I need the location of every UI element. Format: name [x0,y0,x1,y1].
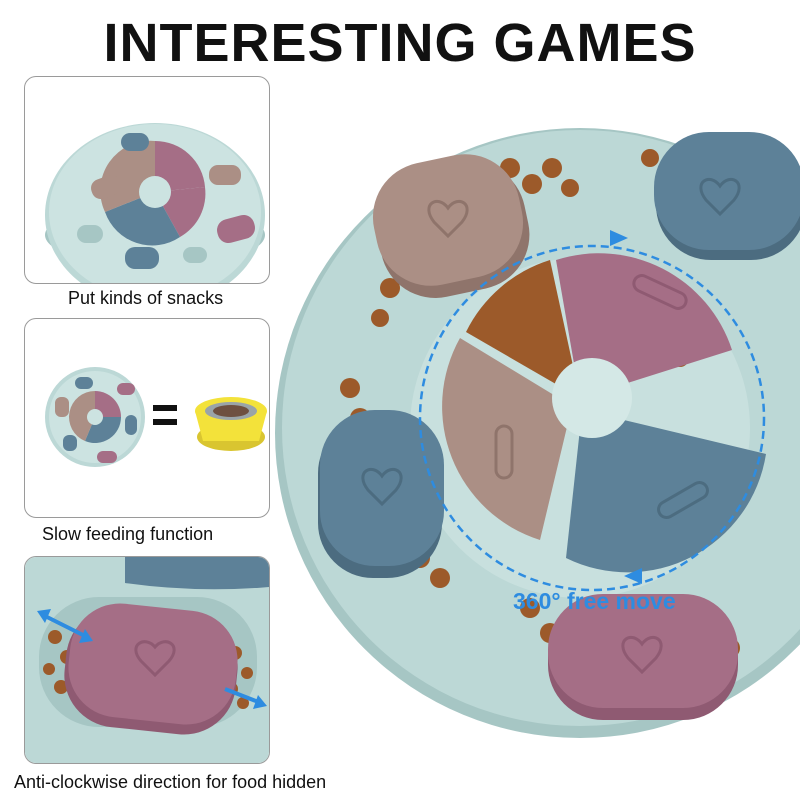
hero-caption-360-free-move: 360° free move [513,588,676,614]
hero-tray-illustration [275,128,800,738]
lid-closeup-illustration [25,557,269,763]
panel-lid-closeup [24,556,270,764]
caption-slow-feeding-function: Slow feeding function [42,524,214,544]
caption-anti-clockwise: Anti-clockwise direction for food hidden [14,772,327,792]
tray-overview-illustration [45,123,265,283]
headline: INTERESTING GAMES [103,13,697,73]
panel-tray-overview [24,76,270,284]
slow-feeding-illustration [45,367,267,467]
panel-slow-feeding [24,318,270,518]
caption-put-kinds-of-snacks: Put kinds of snacks [68,288,224,308]
hero-tray-closeup [270,88,800,805]
